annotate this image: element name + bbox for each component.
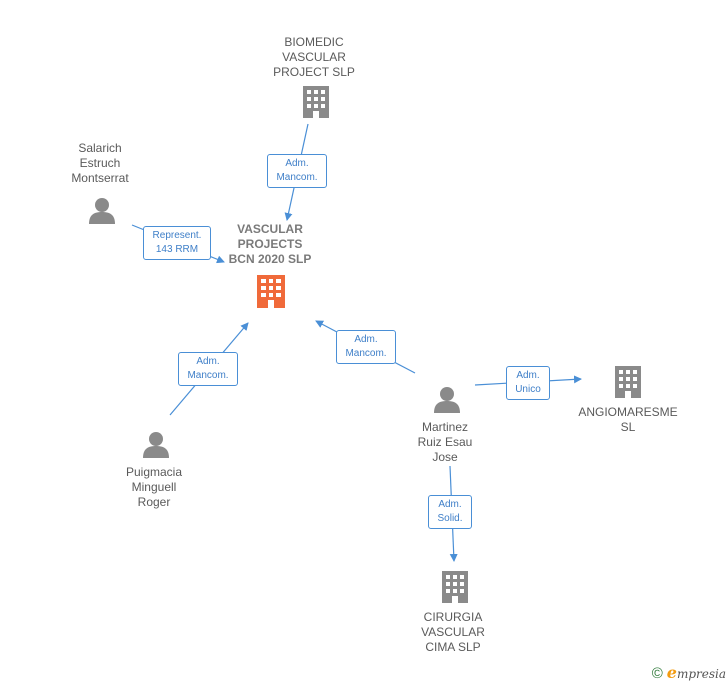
node-label-cirurgia[interactable]: CIRURGIA VASCULAR CIMA SLP [421,610,485,654]
person-icon [89,198,115,224]
brand-word: mpresia [676,667,726,681]
person-icon [143,432,169,458]
node-label-vascular-projects-bcn[interactable]: VASCULAR PROJECTS BCN 2020 SLP [228,222,312,266]
building-icon [303,86,329,118]
copyright-symbol: © [651,665,663,682]
building-icon [442,571,468,603]
node-label-martinez[interactable]: Martinez Ruiz Esau Jose [417,420,473,464]
node-label-salarich[interactable]: Salarich Estruch Montserrat [71,141,129,185]
edge-label-martinez-angiomaresme[interactable]: Adm. Unico [506,366,550,400]
brand-initial: e [666,663,677,682]
building-icon [615,366,641,398]
person-icon [434,387,460,413]
building-icon [257,275,285,308]
node-label-biomedic[interactable]: BIOMEDIC VASCULAR PROJECT SLP [273,35,355,79]
edge-label-salarich-center[interactable]: Represent. 143 RRM [143,226,211,260]
brand-logo: ©empresia [652,663,726,682]
edge-label-puigmacia-center[interactable]: Adm. Mancom. [178,352,238,386]
node-label-angiomaresme[interactable]: ANGIOMARESME SL [578,405,678,434]
node-label-puigmacia[interactable]: Puigmacia Minguell Roger [125,465,183,509]
edge-label-biomedic-center[interactable]: Adm. Mancom. [267,154,327,188]
edge-label-martinez-cirurgia[interactable]: Adm. Solid. [428,495,472,529]
edge-label-martinez-center[interactable]: Adm. Mancom. [336,330,396,364]
